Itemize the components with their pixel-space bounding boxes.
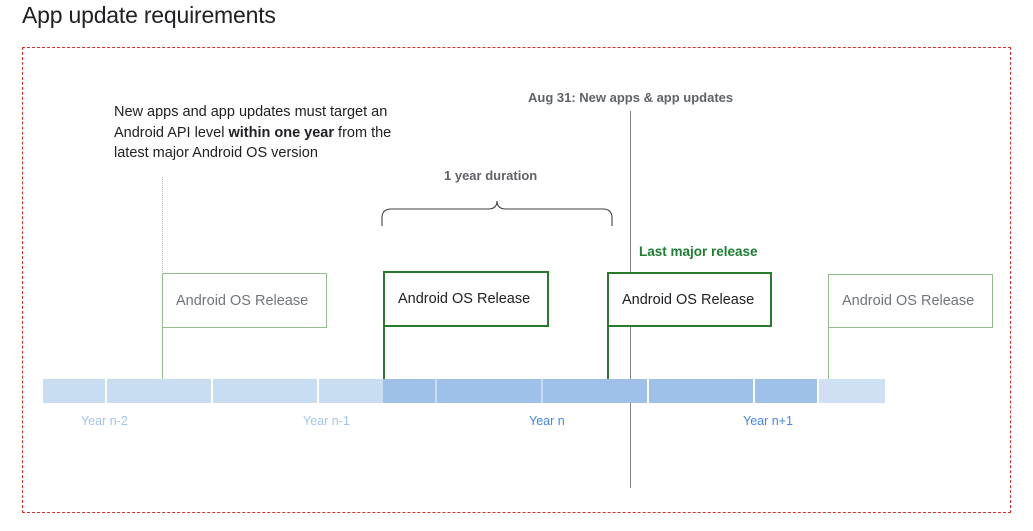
release-box-3-label: Android OS Release: [622, 291, 755, 308]
timeline-bar: [43, 379, 885, 403]
year-label-n-plus-1: Year n+1: [743, 414, 793, 428]
release-stem-4: [828, 328, 829, 381]
duration-label: 1 year duration: [444, 168, 538, 183]
release-box-1-label: Android OS Release: [176, 292, 309, 309]
release-box-3[interactable]: Android OS Release: [607, 272, 772, 327]
timeline-segment: [819, 379, 885, 403]
release-box-4[interactable]: Android OS Release: [828, 274, 993, 328]
timeline-segment-highlight: [437, 379, 541, 403]
year-label-n-minus-2: Year n-2: [81, 414, 128, 428]
release-stem-1: [162, 328, 163, 381]
year-label-n-minus-1: Year n-1: [303, 414, 350, 428]
timeline-segment-highlight: [383, 379, 435, 403]
release-box-4-label: Android OS Release: [842, 293, 975, 309]
release-box-1[interactable]: Android OS Release: [162, 273, 327, 328]
timeline-segment: [43, 379, 105, 403]
last-major-release-label: Last major release: [639, 244, 758, 259]
page-title: App update requirements: [22, 2, 276, 28]
release-box-2[interactable]: Android OS Release: [383, 271, 549, 327]
duration-brace-icon: [381, 200, 613, 226]
note-line-1: New apps and app updates must target an: [114, 104, 388, 120]
timeline-segment: [213, 379, 317, 403]
requirement-note: New apps and app updates must target an …: [114, 102, 464, 164]
timeline-segment-highlight: [755, 379, 817, 403]
milestone-label: Aug 31: New apps & app updates: [528, 90, 734, 105]
release-stem-3: [607, 327, 609, 381]
release-box-2-label: Android OS Release: [398, 291, 531, 307]
year-label-n: Year n: [529, 414, 565, 428]
timeline-segment: [107, 379, 211, 403]
release-stem-2: [383, 327, 385, 381]
note-line-2-post: from the: [334, 124, 392, 141]
note-line-2-pre: Android API level: [114, 124, 229, 141]
timeline-segment-highlight: [649, 379, 753, 403]
timeline-segment-highlight: [543, 379, 647, 403]
note-dotted-connector: [162, 177, 163, 272]
diagram-frame: New apps and app updates must target an …: [22, 47, 1011, 513]
note-line-2-bold: within one year: [228, 124, 335, 141]
note-line-3: latest major Android OS version: [114, 145, 318, 161]
